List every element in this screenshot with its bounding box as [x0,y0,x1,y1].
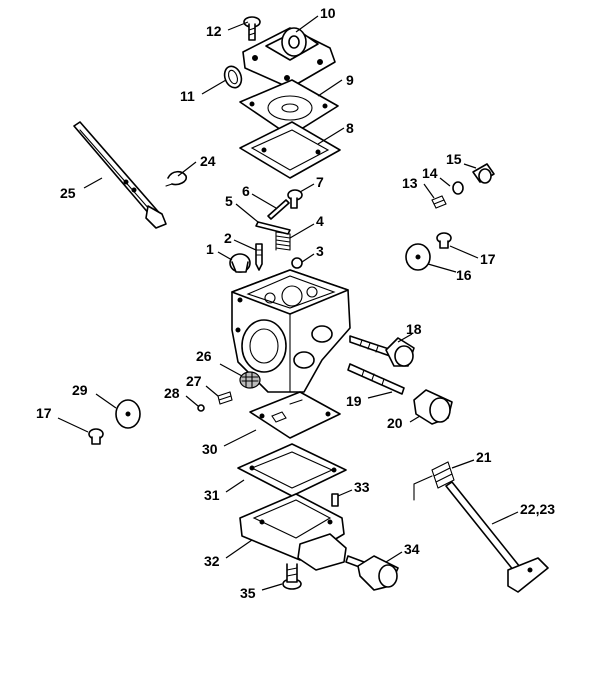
part-19-adjusting-screw [347,363,405,395]
label-22-23: 22,23 [520,501,555,517]
part-27-spring [217,391,233,405]
carburetor-body [231,269,351,393]
label-20: 20 [387,415,403,431]
label-25: 25 [60,185,76,201]
part-10-cover [242,27,336,89]
label-7: 7 [316,174,324,190]
part-22-23-shaft [445,481,549,593]
part-11-o-ring [223,65,243,89]
label-28: 28 [164,385,180,401]
label-24: 24 [200,153,216,169]
label-32: 32 [204,553,220,569]
part-29-disc [115,399,141,429]
part-6-pin [267,199,290,220]
part-30-diaphragm [249,391,341,439]
label-5: 5 [225,193,233,209]
part-25-shaft [73,121,167,229]
label-16: 16 [456,267,472,283]
label-3: 3 [316,243,324,259]
label-27: 27 [186,373,202,389]
part-17-screw-left [88,428,104,445]
part-15-plug [472,163,495,184]
part-21-spring [413,461,455,501]
label-11: 11 [180,88,195,104]
label-29: 29 [72,382,88,398]
part-9-diaphragm [239,79,339,137]
label-13: 13 [402,175,418,191]
label-6: 6 [242,183,250,199]
part-labels: 12 10 11 9 8 24 25 7 6 5 4 2 1 3 15 14 1… [36,5,555,601]
part-4-spring [275,231,291,251]
label-30: 30 [202,441,218,457]
part-5-lever [255,221,291,235]
label-35: 35 [240,585,256,601]
part-1-cap [229,253,251,273]
label-14: 14 [422,165,438,181]
part-24-clip [165,170,188,187]
label-21: 21 [476,449,492,465]
part-14-ring [452,181,464,195]
label-19: 19 [346,393,362,409]
label-8: 8 [346,120,354,136]
label-17-right: 17 [480,251,496,267]
label-12: 12 [206,23,222,39]
label-2: 2 [224,230,232,246]
part-8-gasket [239,121,341,179]
label-34: 34 [404,541,420,557]
label-15: 15 [446,151,462,167]
part-32-bottom-cover [239,493,347,571]
part-17-screw-right [436,232,452,249]
label-33: 33 [354,479,370,495]
part-18-adjusting-screw [349,335,415,367]
part-31-gasket [237,443,347,497]
part-28-ball [197,404,205,412]
part-20-cap [413,389,453,425]
label-10: 10 [320,5,336,21]
part-35-screw [282,563,302,590]
part-3-plug [291,257,303,269]
label-17-left: 17 [36,405,52,421]
label-18: 18 [406,321,422,337]
leader-lines [57,15,519,591]
part-34-adjusting-screw [345,555,399,591]
label-1: 1 [206,241,214,257]
part-33-pin [331,493,339,507]
part-13-spring [431,195,447,209]
label-4: 4 [316,213,324,229]
part-12-screw [243,16,261,41]
label-31: 31 [204,487,220,503]
label-9: 9 [346,72,354,88]
label-26: 26 [196,348,212,364]
part-2-needle [255,243,263,271]
part-16-disc [405,243,431,271]
part-7-screw [287,189,303,209]
part-26-strainer [239,371,261,389]
